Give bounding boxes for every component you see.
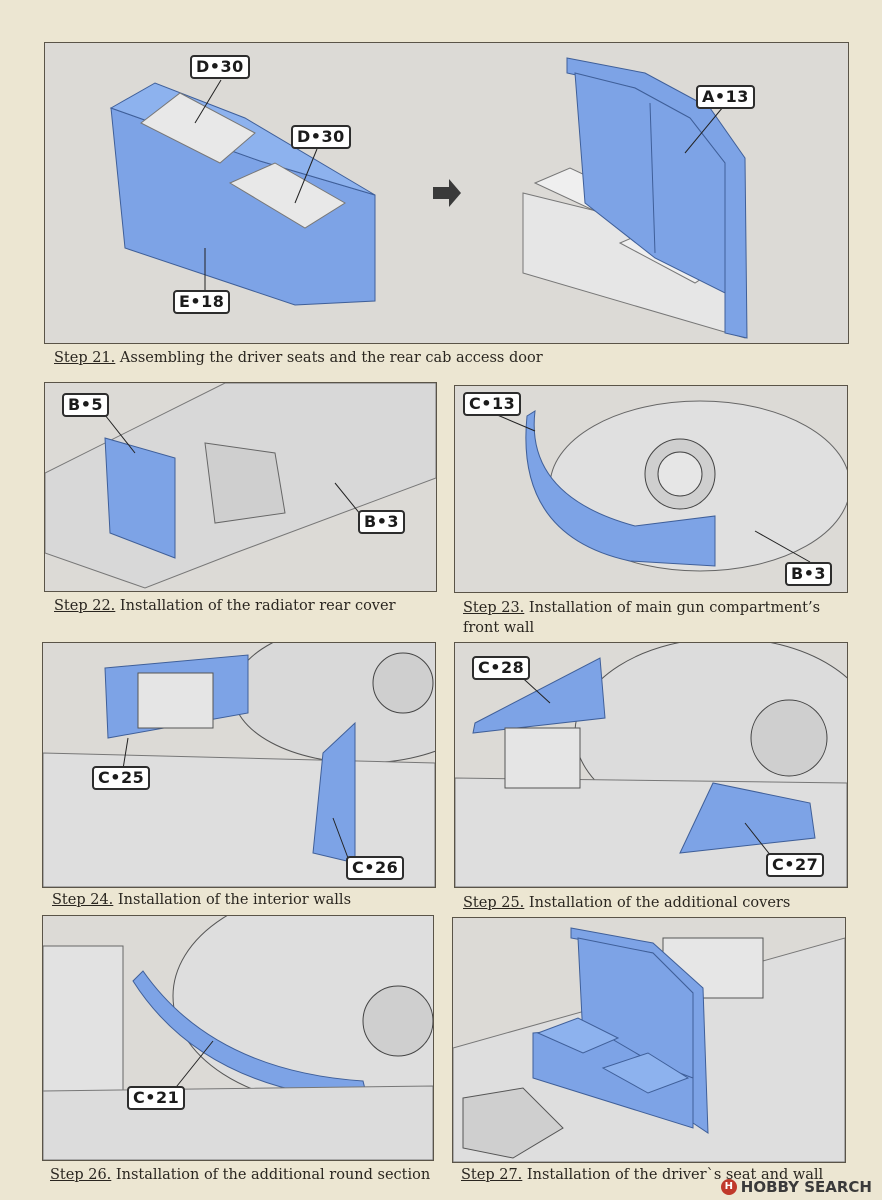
step-26-text: Installation of the additional round sec… xyxy=(115,1167,431,1183)
part-label-b5: B•5 xyxy=(62,393,110,417)
step-24-number: Step 24. xyxy=(52,892,114,908)
step-23-illustration: C•13 B•3 xyxy=(454,385,848,593)
part-label-c21: C•21 xyxy=(127,1086,186,1110)
step-21-illustration: D•30 D•30 E•18 A•13 xyxy=(44,42,849,344)
step-27-drawing xyxy=(453,927,845,1162)
step-21-caption: Step 21. Assembling the driver seats and… xyxy=(54,348,543,368)
step-21-number: Step 21. xyxy=(54,350,116,366)
watermark-text: HOBBY SEARCH xyxy=(740,1178,872,1196)
step-22-text: Installation of the radiator rear cover xyxy=(119,598,396,614)
step-27-illustration xyxy=(452,917,846,1163)
step-26-caption: Step 26. Installation of the additional … xyxy=(50,1165,430,1185)
part-label-b3: B•3 xyxy=(785,562,833,586)
step-25-text: Installation of the additional covers xyxy=(528,895,791,911)
step-24-caption: Step 24. Installation of the interior wa… xyxy=(52,890,351,910)
step-23-caption: Step 23. Installation of main gun compar… xyxy=(463,598,853,638)
step-26-drawing xyxy=(43,916,433,1160)
step-24-drawing xyxy=(43,643,435,887)
part-label-c13: C•13 xyxy=(463,392,522,416)
step-24-illustration: C•25 C•26 xyxy=(42,642,436,888)
part-label-c26: C•26 xyxy=(346,856,405,880)
part-label-c27: C•27 xyxy=(766,853,825,877)
part-label-d30-2: D•30 xyxy=(291,125,351,149)
step-23-drawing xyxy=(494,400,847,572)
step-25-illustration: C•28 C•27 xyxy=(454,642,848,888)
step-21-drawing xyxy=(109,57,748,339)
step-22-illustration: B•5 B•3 xyxy=(44,382,437,592)
part-label-c25: C•25 xyxy=(92,766,151,790)
step-26-illustration: C•21 xyxy=(42,915,434,1161)
step-27-text: Installation of the driver`s seat and wa… xyxy=(526,1167,824,1183)
step-22-drawing xyxy=(45,383,436,589)
part-label-a13: A•13 xyxy=(696,85,755,109)
step-25-number: Step 25. xyxy=(463,895,525,911)
step-23-text: Installation of main gun compartment’s f… xyxy=(463,600,821,636)
step-26-number: Step 26. xyxy=(50,1167,112,1183)
step-27-caption: Step 27. Installation of the driver`s se… xyxy=(461,1165,823,1185)
part-label-e18: E•18 xyxy=(173,290,231,314)
step-25-drawing xyxy=(455,643,847,887)
hobby-search-logo-icon: H xyxy=(720,1179,737,1195)
part-label-b3: B•3 xyxy=(358,510,406,534)
part-label-d30-1: D•30 xyxy=(190,55,250,79)
step-22-caption: Step 22. Installation of the radiator re… xyxy=(54,596,434,616)
step-24-text: Installation of the interior walls xyxy=(117,892,352,908)
step-25-caption: Step 25. Installation of the additional … xyxy=(463,893,790,913)
step-27-number: Step 27. xyxy=(461,1167,523,1183)
step-22-number: Step 22. xyxy=(54,598,116,614)
part-label-c28: C•28 xyxy=(472,656,531,680)
step-21-text: Assembling the driver seats and the rear… xyxy=(119,350,543,366)
step-23-number: Step 23. xyxy=(463,600,525,616)
hobby-search-watermark: H HOBBY SEARCH xyxy=(720,1178,872,1196)
